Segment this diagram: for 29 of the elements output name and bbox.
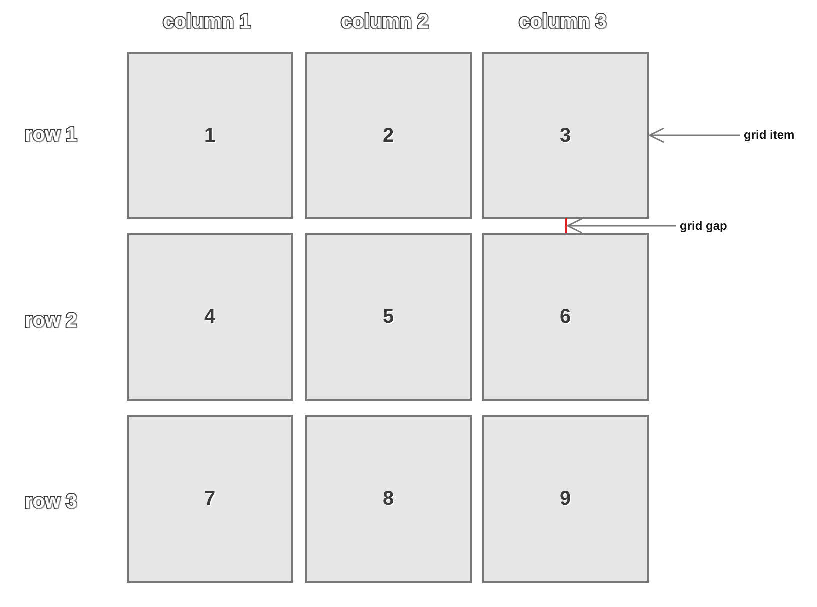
item-number: 4 [204, 307, 216, 327]
item-number: 3 [560, 126, 572, 146]
callout-text: grid item [744, 129, 795, 141]
item-number: 1 [204, 126, 216, 146]
item-number: 9 [560, 489, 572, 509]
row-label: row 3 [25, 492, 78, 512]
item-number: 5 [382, 307, 394, 327]
callout-text: grid gap [680, 220, 728, 232]
grid-item-box [305, 415, 472, 583]
grid-item-box [482, 415, 649, 583]
item-number: 2 [382, 126, 394, 146]
item-number: 8 [382, 489, 394, 509]
grid-item-box [127, 52, 293, 219]
gap-marker [565, 218, 567, 234]
leader-arrow [649, 128, 740, 144]
column-label: column 3 [519, 12, 607, 32]
grid-item-box [482, 233, 649, 401]
grid-item-box [482, 52, 649, 219]
column-label: column 1 [163, 12, 251, 32]
row-label: row 1 [25, 125, 78, 145]
grid-item-box [305, 52, 472, 219]
item-number: 6 [560, 307, 572, 327]
leader-arrow [567, 218, 676, 234]
grid-item-box [127, 415, 293, 583]
item-number: 7 [204, 489, 216, 509]
grid-item-box [305, 233, 472, 401]
grid-item-box [127, 233, 293, 401]
column-label: column 2 [341, 12, 429, 32]
row-label: row 2 [25, 311, 78, 331]
